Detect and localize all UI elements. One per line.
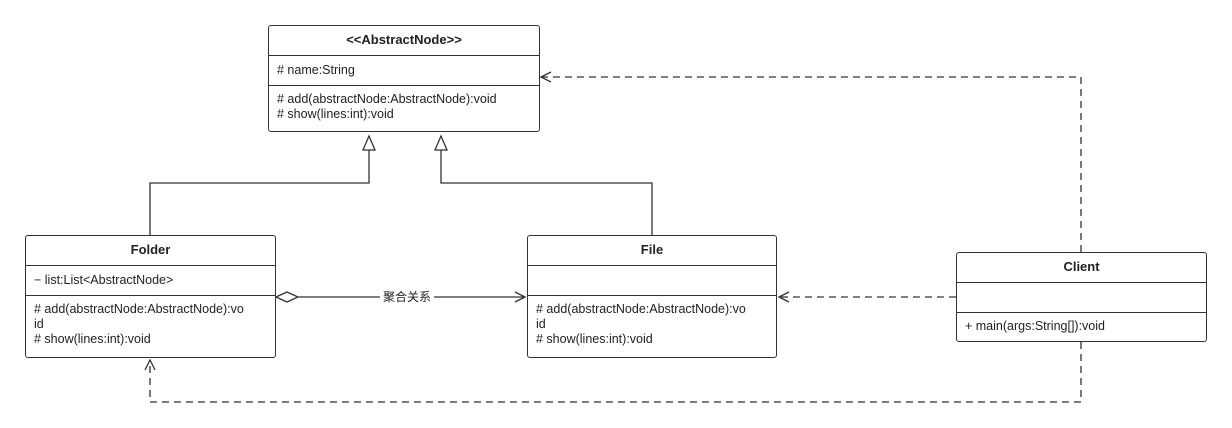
- methods-section: # add(abstractNode:AbstractNode):vo id #…: [528, 296, 776, 351]
- methods-section: # add(abstractNode:AbstractNode):vo id #…: [26, 296, 275, 351]
- class-client[interactable]: Client + main(args:String[]):void: [956, 252, 1207, 342]
- class-name: <<AbstractNode>>: [269, 26, 539, 56]
- class-name: File: [528, 236, 776, 266]
- class-name: Client: [957, 253, 1206, 283]
- methods-section: # add(abstractNode:AbstractNode):void # …: [269, 86, 539, 126]
- file-inheritance-arrowhead: [434, 134, 448, 151]
- methods-section: + main(args:String[]):void: [957, 313, 1206, 338]
- folder-inheritance-line: [149, 145, 370, 235]
- method: # add(abstractNode:AbstractNode):vo: [34, 302, 244, 316]
- method: # show(lines:int):void: [536, 332, 653, 346]
- method: # show(lines:int):void: [34, 332, 151, 346]
- method: # add(abstractNode:AbstractNode):void: [277, 92, 497, 106]
- client-folder-dependency: [150, 342, 1082, 403]
- method: id: [536, 317, 546, 331]
- attributes-section: [957, 283, 1206, 313]
- client-abstractnode-dependency: [541, 77, 1082, 252]
- attribute: # name:String: [277, 63, 355, 77]
- file-inheritance-line: [440, 145, 653, 235]
- aggregation-diamond: [274, 291, 300, 303]
- attributes-section: [528, 266, 776, 296]
- class-folder[interactable]: Folder − list:List<AbstractNode> # add(a…: [25, 235, 276, 358]
- class-abstract-node[interactable]: <<AbstractNode>> # name:String # add(abs…: [268, 25, 540, 132]
- attribute: − list:List<AbstractNode>: [34, 273, 174, 287]
- class-file[interactable]: File # add(abstractNode:AbstractNode):vo…: [527, 235, 777, 358]
- method: id: [34, 317, 44, 331]
- method: # show(lines:int):void: [277, 107, 394, 121]
- folder-inheritance-arrowhead: [362, 134, 376, 151]
- aggregation-label: 聚合关系: [380, 290, 435, 304]
- method: # add(abstractNode:AbstractNode):vo: [536, 302, 746, 316]
- class-name: Folder: [26, 236, 275, 266]
- attributes-section: − list:List<AbstractNode>: [26, 266, 275, 296]
- attributes-section: # name:String: [269, 56, 539, 86]
- method: + main(args:String[]):void: [965, 319, 1105, 333]
